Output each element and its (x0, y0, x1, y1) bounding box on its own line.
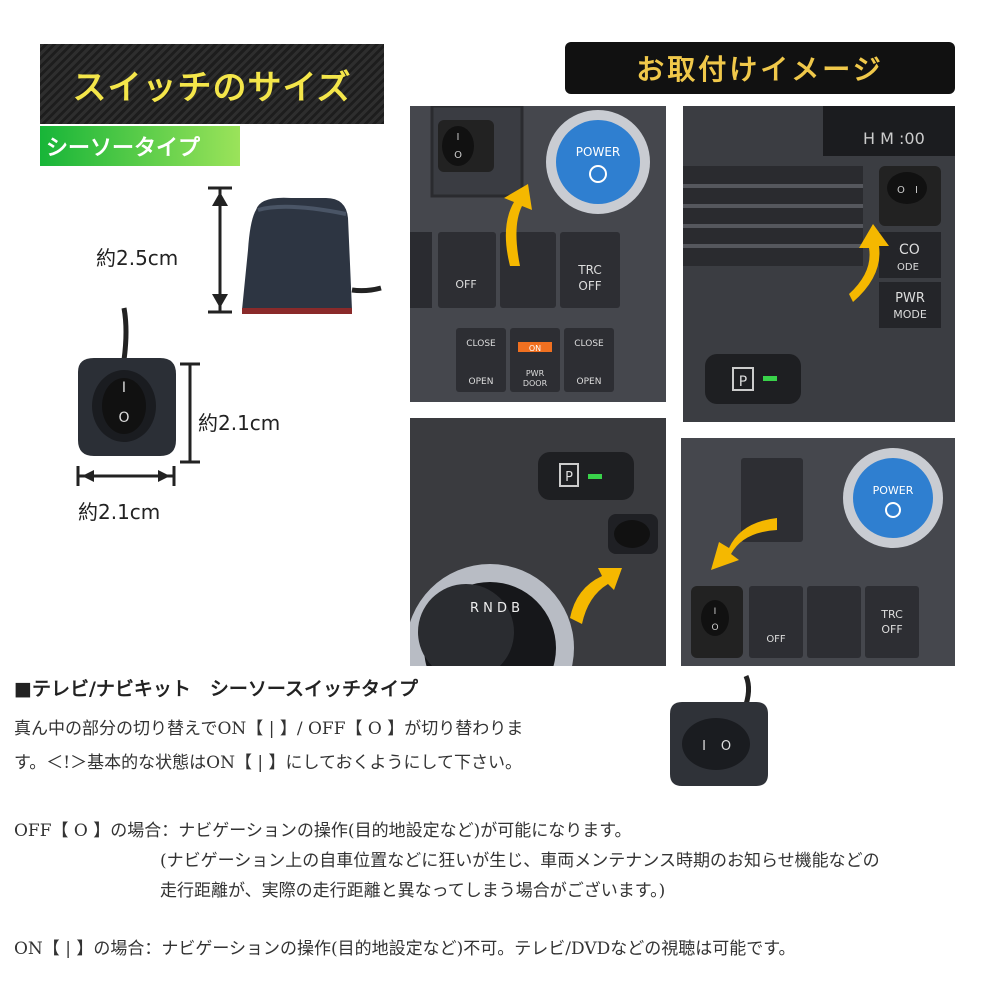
product-switch-on: I (702, 739, 706, 754)
photo3-gear-label: R N D B (470, 601, 520, 616)
photo1-close-left: CLOSE (466, 339, 496, 349)
photo4-power-label: POWER (873, 484, 914, 497)
photo4-off-label: OFF (766, 634, 786, 645)
switch-product-photo: I O (670, 675, 768, 786)
photo1-pwr-label: PWR (526, 369, 545, 378)
seesaw-type-label: シーソータイプ (46, 136, 201, 161)
install-photo-4: POWER I O OFF TRC OFF (681, 438, 955, 666)
install-photo-3: P R N D B (410, 418, 666, 666)
photo4-trc-off-label: OFF (881, 623, 902, 636)
photo1-door-label: DOOR (523, 379, 548, 388)
photo2-mode-label: MODE (893, 308, 927, 321)
switch-size-header: スイッチのサイズ (40, 44, 384, 124)
off-mode-note-1: (ナビゲーション上の自車位置などに狂いが生じ、車両メンテナンス時期のお知らせ機能… (160, 851, 880, 871)
photo1-on-label: ON (529, 344, 541, 353)
off-mode-note-2: 走行距離が、実際の走行距離と異なってしまう場合がございます。) (160, 881, 666, 901)
photo4-trc-label: TRC (880, 608, 903, 621)
photo3-arrow-icon (570, 568, 622, 624)
photo2-clock: H M :00 (863, 129, 925, 148)
photo2-park-label: P (739, 374, 747, 390)
photo1-power-label: POWER (576, 145, 620, 159)
photo4-switch-on: I (714, 607, 717, 617)
switch-front-view: I O (76, 307, 200, 486)
install-photo-2: H M :00 O I CO ODE PWR MODE P (683, 106, 955, 422)
photo1-off-label: OFF (455, 278, 476, 291)
off-symbol: O (118, 410, 129, 426)
height-dimension-label: 約2.5cm (96, 246, 179, 270)
photo4-switch-off: O (711, 623, 718, 633)
photo1-trc-label: TRC (577, 263, 601, 277)
width-dimension-label: 約2.1cm (78, 500, 161, 524)
seesaw-type-label-box: シーソータイプ (40, 126, 240, 166)
depth-dimension-label: 約2.1cm (198, 411, 281, 435)
on-mode-line: ON【 | 】の場合：ナビゲーションの操作(目的地設定など)不可。テレビ/DVD… (14, 939, 796, 959)
photo2-switch-off: O (897, 185, 905, 196)
photo2-eco-label: CO (899, 242, 920, 258)
photo1-switch-off: O (454, 150, 462, 161)
photo2-pwr-label: PWR (895, 291, 925, 306)
intro-line-1: 真ん中の部分の切り替えでON【 | 】/ OFF【 O 】が切り替わりま (14, 719, 524, 739)
off-mode-line: OFF【 O 】の場合：ナビゲーションの操作(目的地設定など)が可能になります。 (14, 821, 632, 841)
photo2-arrow-icon (849, 224, 889, 302)
product-switch-off: O (721, 739, 731, 754)
photo1-close-right: CLOSE (574, 339, 604, 349)
photo2-eco-mode: ODE (897, 262, 919, 273)
photo1-trc-off-label: OFF (578, 279, 601, 293)
install-photo-1: I O POWER OFF TRC OFF CLOSE OPEN ON PWR … (410, 106, 666, 402)
switch-side-view (208, 186, 382, 314)
photo4-arrow-icon (711, 518, 777, 570)
on-symbol: I (122, 380, 126, 396)
install-image-title: お取付けイメージ (636, 53, 884, 86)
intro-line-2: す。＜!＞基本的な状態はON【 | 】にしておくようにして下さい。 (14, 753, 522, 773)
photo1-open-left: OPEN (469, 377, 494, 387)
photo1-arrow-icon (504, 184, 532, 266)
photo1-open-right: OPEN (577, 377, 602, 387)
photo2-switch-on: I (915, 185, 918, 196)
switch-size-title: スイッチのサイズ (72, 67, 352, 108)
photo3-park-label: P (565, 470, 573, 485)
section-title: ■テレビ/ナビキット シーソースイッチタイプ (14, 678, 418, 700)
photo1-switch-on: I (457, 132, 460, 143)
install-image-header: お取付けイメージ (565, 42, 955, 94)
